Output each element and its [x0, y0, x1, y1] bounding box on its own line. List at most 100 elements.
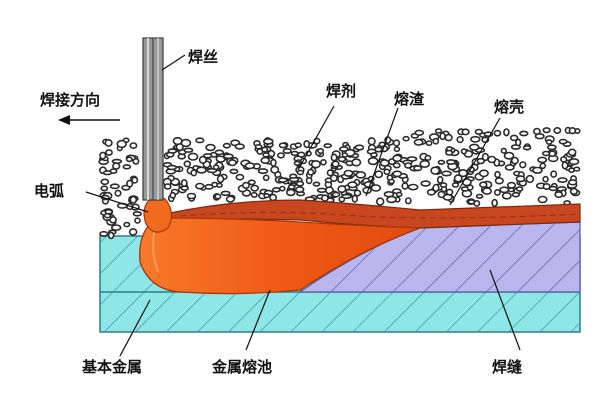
- flux-particle: [110, 224, 122, 231]
- flux-particle: [460, 148, 468, 155]
- flux-particle: [515, 186, 524, 192]
- flux-particle: [195, 182, 205, 190]
- flux-particle: [261, 146, 269, 153]
- flux-particle: [548, 185, 558, 192]
- flux-particle: [166, 164, 178, 171]
- flux-particle: [420, 180, 431, 187]
- flux-particle: [125, 156, 133, 163]
- weld-pool-label: 金属熔池: [211, 358, 272, 376]
- flux-particle: [445, 188, 454, 196]
- flux-particle: [331, 191, 341, 198]
- flux-particle: [296, 169, 305, 176]
- flux-particle: [214, 193, 222, 200]
- flux-particle: [132, 211, 143, 217]
- flux-particle: [257, 168, 269, 175]
- flux-particle: [270, 158, 277, 167]
- flux-particle: [295, 186, 305, 193]
- direction-label: 焊接方向: [40, 91, 100, 109]
- flux-particle: [537, 195, 548, 204]
- flux-particle: [222, 153, 234, 160]
- flux-particle: [568, 126, 577, 135]
- flux-particle: [297, 151, 306, 158]
- flux-particle: [425, 140, 433, 146]
- flux-particle: [478, 169, 489, 178]
- flux-particle: [519, 161, 527, 169]
- flux-particle: [548, 150, 557, 157]
- flux-particle: [388, 178, 395, 185]
- flux-particle: [379, 159, 390, 167]
- flux-particle: [545, 139, 553, 145]
- flux-particle: [434, 128, 443, 134]
- flux-particle: [493, 188, 501, 196]
- flux-particle: [376, 197, 385, 206]
- flux-particle: [392, 162, 401, 169]
- flux-particle: [487, 155, 497, 164]
- flux-particle: [343, 169, 354, 177]
- flux-particle: [461, 128, 470, 136]
- flux-particle: [319, 159, 327, 166]
- flux-particle: [383, 168, 391, 176]
- flux-particle: [553, 127, 562, 135]
- flux-particle: [294, 142, 302, 148]
- flux-particle: [270, 165, 280, 174]
- flux-particle: [532, 166, 543, 174]
- flux-particle: [295, 180, 305, 187]
- flux-particle: [271, 187, 281, 193]
- flux-particle: [278, 142, 288, 149]
- flux-particle: [351, 194, 358, 203]
- flux-particle: [307, 168, 315, 176]
- flux-particle: [123, 221, 131, 228]
- flux-particle: [338, 196, 346, 203]
- flux-particle: [105, 149, 113, 156]
- flux-particle: [503, 151, 515, 160]
- flux-particle: [126, 179, 134, 188]
- flux-particle: [467, 199, 476, 205]
- flux-particle: [561, 161, 569, 170]
- flux-particle: [262, 138, 274, 145]
- flux-particle: [116, 139, 127, 149]
- flux-particle: [316, 187, 327, 194]
- flux-particle: [163, 183, 172, 190]
- flux-particle: [470, 135, 481, 143]
- arc-droplet: [143, 195, 173, 233]
- flux-particle: [329, 174, 338, 182]
- flux-particle: [537, 156, 548, 164]
- electrode-wire: [142, 37, 164, 201]
- flux-particle: [432, 137, 440, 145]
- slag-label: 熔渣: [394, 90, 425, 108]
- flux-particle: [392, 154, 403, 163]
- flux-particle: [317, 147, 324, 155]
- flux-particle: [569, 187, 579, 195]
- flux-particle: [212, 164, 220, 171]
- leader-lines: [85, 54, 521, 357]
- flux-particle: [293, 160, 301, 166]
- flux-particle: [195, 137, 205, 144]
- flux-particle: [269, 193, 278, 202]
- flux-particle: [404, 197, 412, 205]
- flux-particle: [503, 128, 510, 137]
- flux-particle: [439, 182, 448, 188]
- flux-particle: [475, 193, 484, 199]
- flux-particle: [541, 150, 551, 157]
- flux-particle: [494, 170, 501, 179]
- flux-particle: [392, 139, 401, 147]
- flux-particle: [331, 160, 340, 168]
- flux-particle: [347, 181, 358, 189]
- flux-particle: [504, 164, 515, 171]
- flux-particle: [402, 135, 410, 142]
- flux-particle: [100, 185, 109, 192]
- flux-particle: [499, 186, 510, 194]
- flux-particle: [180, 185, 189, 191]
- flux-particle: [285, 188, 296, 197]
- flux-particle: [183, 147, 194, 153]
- flux-particle: [567, 148, 577, 157]
- flux-particle: [323, 143, 333, 149]
- flux-label: 焊剂: [326, 82, 356, 100]
- flux-particle: [451, 182, 460, 188]
- flux-particle: [216, 174, 225, 184]
- flux-particle: [129, 195, 138, 204]
- flux-particle: [276, 152, 285, 159]
- flux-particle-layer: [98, 126, 581, 240]
- flux-particle: [242, 181, 251, 189]
- flux-particle: [227, 159, 237, 167]
